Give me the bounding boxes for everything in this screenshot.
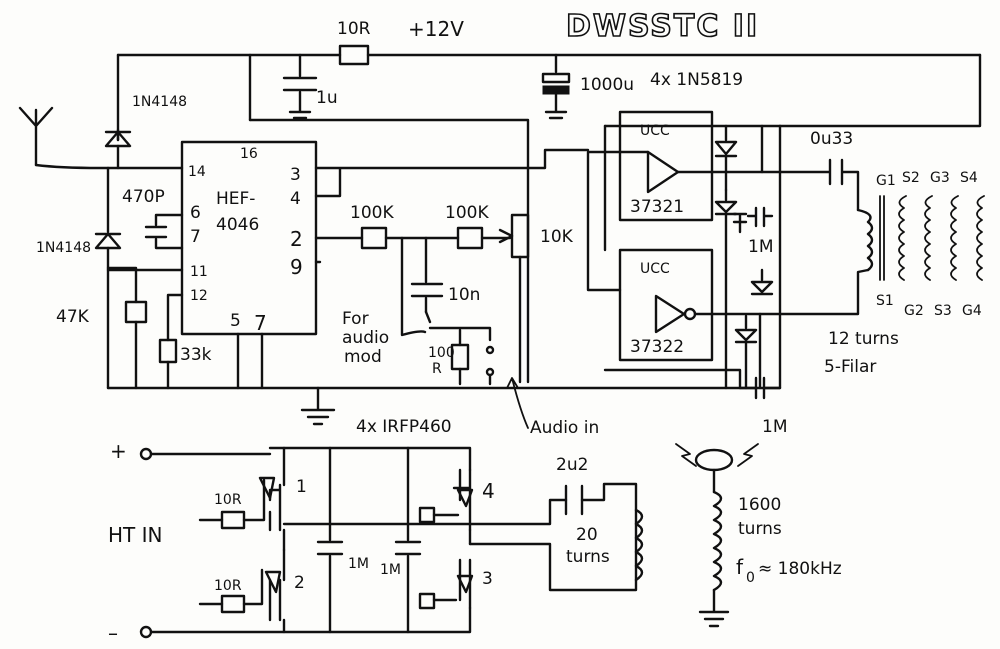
gate-drive-transformer	[758, 158, 985, 316]
loop-filter	[360, 213, 530, 386]
resistor-10r-supply	[338, 44, 370, 66]
resistor-100k-2-label: 100K	[445, 203, 489, 223]
antenna-input	[18, 106, 184, 390]
pin-11: 11	[190, 264, 208, 280]
ground-bus	[106, 386, 782, 426]
fet-3-label: 3	[482, 569, 493, 589]
audio-note-line3: mod	[344, 347, 382, 367]
resonance-label: f	[736, 555, 744, 579]
gdt-top-label-1: G1	[876, 173, 896, 189]
ht-in-label: HT IN	[108, 523, 162, 547]
pin-9: 9	[290, 255, 303, 279]
gdt-top-label-2: S2	[902, 170, 920, 186]
primary-cap-label: 2u2	[556, 455, 588, 475]
gdt-bottom-label-1: S1	[876, 293, 894, 309]
gdt-bottom-label-2: G2	[904, 303, 924, 319]
pll-ic	[106, 140, 530, 390]
gdt-cap-label: 0u33	[810, 129, 853, 149]
pin-4: 4	[290, 189, 301, 209]
driver-ucc37322	[618, 248, 714, 362]
pot-10k-label: 10K	[540, 227, 574, 247]
audio-resistor-label-1: 100	[428, 345, 455, 361]
supply-voltage-label: +12V	[408, 17, 464, 41]
bridge-cap-2-label: 1M	[380, 562, 401, 578]
audio-resistor-label-2: R	[432, 361, 442, 377]
driver-bottom-label: UCC	[640, 261, 670, 277]
secondary-turns-line1: 1600	[738, 495, 781, 515]
gdt-turns-label: 12 turns	[828, 329, 899, 349]
driver-ucc37321	[618, 110, 714, 222]
gate-resistor-1-label: 10R	[214, 492, 242, 508]
resistor-47k-label: 47K	[56, 307, 90, 327]
pin-5: 5	[230, 311, 241, 331]
cap-10n-label: 10n	[448, 285, 480, 305]
gdt-top-label-4: S4	[960, 170, 978, 186]
resistor-33k-label: 33k	[180, 345, 212, 365]
fet-2-label: 2	[294, 573, 305, 593]
resistor-33k	[158, 338, 178, 364]
pin-16: 16	[240, 146, 258, 162]
resistor-100k-1-label: 100K	[350, 203, 394, 223]
pin-7: 7	[190, 227, 201, 247]
primary-turns-line2: turns	[566, 547, 610, 567]
cap-1000u-label: 1000u	[580, 75, 634, 95]
pin-3: 3	[290, 165, 301, 185]
h-bridge	[139, 446, 644, 639]
audio-in-label: Audio in	[530, 418, 599, 438]
audio-in-arrow	[506, 377, 529, 429]
secondary-coil	[675, 443, 759, 628]
resonance-subscript: 0	[746, 570, 755, 586]
pin-6: 6	[190, 203, 201, 223]
pll-name-line1: HEF-	[216, 189, 255, 209]
cap-470p-label: 470P	[122, 187, 165, 207]
driver-bottom-part: 37322	[630, 337, 684, 357]
audio-note-line2: audio	[342, 328, 389, 348]
gdt-winding-label: 5-Filar	[824, 357, 876, 377]
driver-cap-b-label: 1M	[762, 417, 787, 437]
driver-top-label: UCC	[640, 123, 670, 139]
pin-7b: 7	[254, 311, 267, 335]
schottky-diodes-label: 4x 1N5819	[650, 70, 743, 90]
resistor-10r-label: 10R	[337, 19, 371, 39]
pin-12: 12	[190, 288, 208, 304]
diode-bottom-label: 1N4148	[36, 240, 91, 256]
gdt-bottom-label-4: G4	[962, 303, 982, 319]
bridge-plus-label: +	[110, 439, 127, 463]
diode-top-label: 1N4148	[132, 94, 187, 110]
bridge-minus-label: –	[108, 621, 118, 645]
gdt-bottom-label-3: S3	[934, 303, 952, 319]
driver-top-part: 37321	[630, 197, 684, 217]
fet-1-label: 1	[296, 477, 307, 497]
secondary-turns-line2: turns	[738, 519, 782, 539]
gdt-top-label-3: G3	[930, 170, 950, 186]
bridge-cap-1-label: 1M	[348, 556, 369, 572]
resonance-value: ≈ 180kHz	[758, 559, 842, 579]
pin-2: 2	[290, 227, 303, 251]
pll-name-line2: 4046	[216, 215, 259, 235]
schematic-title: DWSSTC II	[566, 9, 759, 44]
fet-4-label: 4	[482, 479, 495, 503]
pot-10k	[510, 213, 530, 259]
resistor-100k-1	[360, 226, 388, 250]
supply-rail	[116, 44, 982, 384]
bridge-title: 4x IRFP460	[356, 417, 452, 437]
resistor-100k-2	[456, 226, 484, 250]
audio-note-line1: For	[342, 309, 369, 329]
pin-14: 14	[188, 164, 206, 180]
cap-1u-label: 1u	[316, 88, 338, 108]
gate-resistor-2-label: 10R	[214, 578, 242, 594]
primary-turns-line1: 20	[576, 525, 598, 545]
driver-cap-a-label: 1M	[748, 237, 773, 257]
